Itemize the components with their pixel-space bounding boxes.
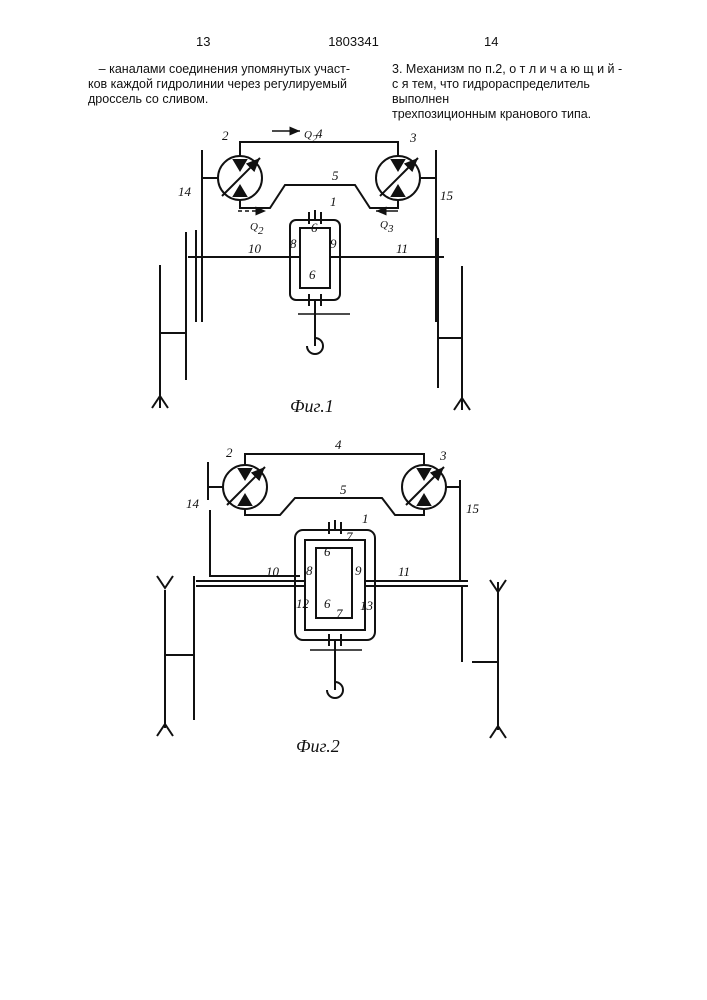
label: 12 (296, 596, 310, 611)
motor-symbol (402, 465, 446, 509)
label: 1 (330, 194, 337, 209)
label: 6 (309, 267, 316, 282)
label: 4 (335, 437, 342, 452)
label: 13 (360, 598, 374, 613)
label: 6 (324, 544, 331, 559)
label: 15 (440, 188, 454, 203)
label: 10 (248, 241, 262, 256)
pump-symbol (218, 156, 262, 200)
figure-1-caption: Фиг.1 (290, 396, 334, 416)
figure-2 (157, 454, 506, 738)
label: 2 (226, 445, 233, 460)
label: 5 (332, 168, 339, 183)
hydraulic-line-5 (240, 185, 398, 208)
label: 6 (324, 596, 331, 611)
label: 8 (306, 563, 313, 578)
hydraulic-line-5 (245, 498, 424, 515)
label: 11 (396, 241, 408, 256)
label: 3 (439, 448, 447, 463)
hydraulic-line-4 (245, 454, 424, 465)
label: 15 (466, 501, 480, 516)
flow-label-q2-bottom: Q2 (250, 221, 264, 237)
label: 1 (362, 511, 369, 526)
label: 2 (222, 128, 229, 143)
label: 5 (340, 482, 347, 497)
label: 10 (266, 564, 280, 579)
figure-2-labels: 2 3 4 5 1 6 7 6 7 8 9 10 11 12 13 14 15 … (186, 437, 480, 756)
label: 6 (311, 220, 318, 235)
differential-housing (295, 530, 375, 640)
pump-symbol (223, 465, 267, 509)
label: 3 (409, 130, 417, 145)
label: 9 (330, 236, 337, 251)
label: 9 (355, 563, 362, 578)
motor-symbol (376, 156, 420, 200)
figure-2-caption: Фиг.2 (296, 736, 340, 756)
label: 14 (186, 496, 200, 511)
label: 8 (290, 236, 297, 251)
hydraulic-line-4 (240, 142, 398, 156)
flow-label-q3: Q3 (380, 219, 394, 235)
label: 7 (336, 606, 343, 621)
label: 11 (398, 564, 410, 579)
label: 7 (346, 529, 353, 544)
label: 14 (178, 184, 192, 199)
